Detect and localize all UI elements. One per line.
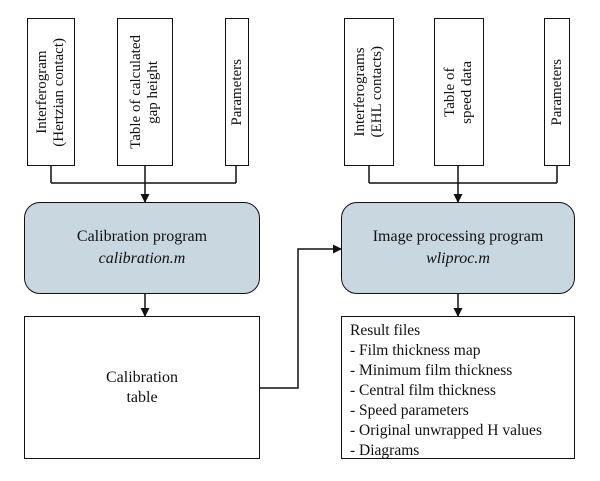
result-item-minimum-film-thickness: - Minimum film thickness [350, 362, 513, 379]
input-box-parameters-left: Parameters [225, 18, 249, 166]
input-box-interferograms-label: Interferograms(EHL contacts) [352, 46, 385, 138]
input-box-interferogram: Interferogram(Hertzian contact) [27, 18, 75, 166]
image-processing-program-file: wliproc.m [426, 250, 490, 267]
calibration-program-title: Calibration program [76, 228, 208, 245]
calibration-program-box: Calibration program calibration.m [24, 202, 260, 294]
arrow-table-to-image-processing [258, 244, 342, 389]
calibration-table-label-line1: Calibration [106, 368, 178, 386]
calibration-program-file: calibration.m [98, 250, 186, 267]
input-box-interferograms: Interferograms(EHL contacts) [344, 18, 394, 166]
image-processing-program-box: Image processing program wliproc.m [341, 202, 575, 294]
result-item-speed-parameters: - Speed parameters [350, 402, 469, 419]
result-item-diagrams: - Diagrams [350, 442, 420, 459]
result-item-central-film-thickness: - Central film thickness [350, 382, 496, 399]
input-box-parameters-left-label: Parameters [228, 58, 245, 126]
image-processing-program-title: Image processing program [372, 228, 544, 245]
result-item-unwrapped-h-values: - Original unwrapped H values [350, 422, 542, 439]
result-files-title: Result files [350, 322, 421, 339]
calibration-table-label-line2: table [126, 388, 158, 406]
input-box-interferogram-label: Interferogram(Hertzian contact) [34, 37, 67, 147]
result-item-film-thickness-map: - Film thickness map [350, 342, 481, 359]
calibration-table-box: Calibration table [24, 316, 260, 459]
result-files-box: Result files - Film thickness map - Mini… [341, 316, 575, 459]
input-box-parameters-right-label: Parameters [548, 58, 565, 126]
input-box-parameters-right: Parameters [544, 18, 570, 166]
